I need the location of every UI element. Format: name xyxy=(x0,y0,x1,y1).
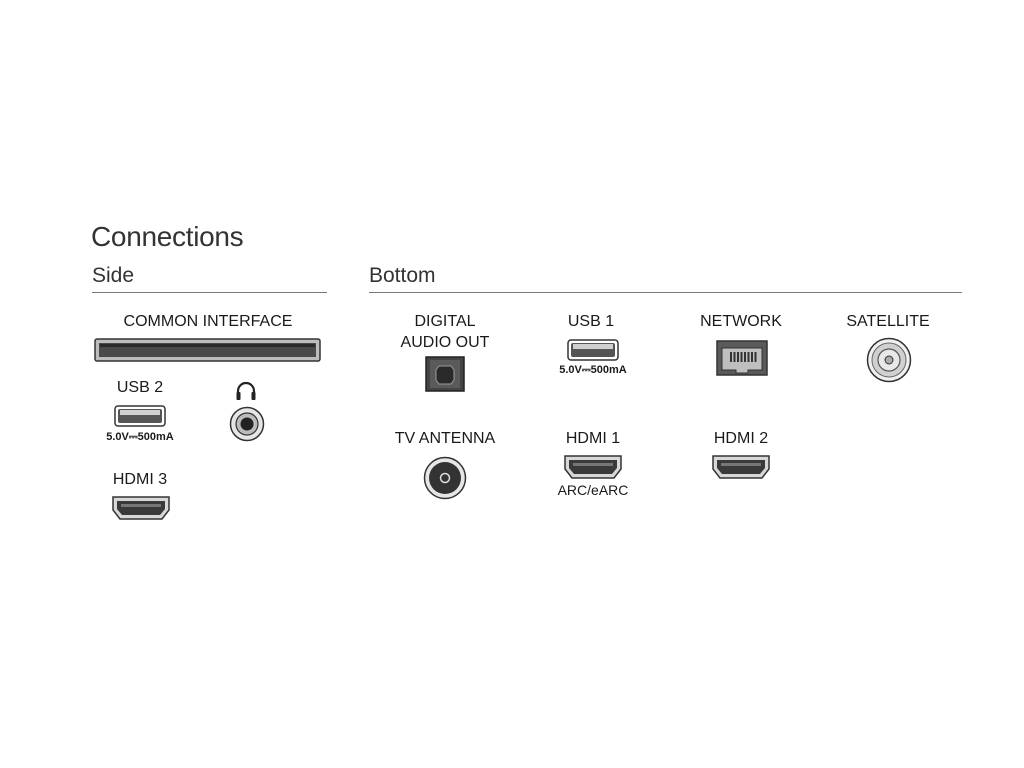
usb2-port-icon xyxy=(114,405,166,427)
bottom-divider xyxy=(369,292,962,293)
page-title: Connections xyxy=(91,221,244,252)
usb1-spec: 5.0V⎓500mA xyxy=(559,364,627,376)
hdmi2-port-icon xyxy=(711,454,771,480)
common-interface-label: COMMON INTERFACE xyxy=(123,313,293,330)
satellite-port-icon xyxy=(866,337,912,383)
optical-port-icon xyxy=(425,356,465,392)
hdmi1-label: HDMI 1 xyxy=(565,430,621,447)
side-divider xyxy=(92,292,327,293)
headphone-jack-icon xyxy=(229,406,265,442)
headphones-icon xyxy=(235,381,257,401)
side-heading: Side xyxy=(92,264,135,287)
network-label: NETWORK xyxy=(700,313,782,330)
usb1-port-icon xyxy=(567,339,619,361)
usb2-spec: 5.0V⎓500mA xyxy=(106,431,174,443)
usb1-label: USB 1 xyxy=(567,313,615,330)
hdmi3-port-icon xyxy=(111,495,171,521)
tv-antenna-label: TV ANTENNA xyxy=(394,430,496,447)
usb2-label: USB 2 xyxy=(116,379,164,396)
ethernet-port-icon xyxy=(716,340,768,376)
antenna-port-icon xyxy=(423,456,467,500)
hdmi2-label: HDMI 2 xyxy=(713,430,769,447)
hdmi1-port-icon xyxy=(563,454,623,480)
digital-audio-out-label-line2: AUDIO OUT xyxy=(400,334,490,351)
satellite-label: SATELLITE xyxy=(846,313,930,330)
bottom-heading: Bottom xyxy=(369,264,436,287)
hdmi1-arc-label: ARC/eARC xyxy=(557,482,629,498)
common-interface-slot xyxy=(94,338,321,362)
hdmi3-label: HDMI 3 xyxy=(112,471,168,488)
digital-audio-out-label-line1: DIGITAL xyxy=(414,313,476,330)
